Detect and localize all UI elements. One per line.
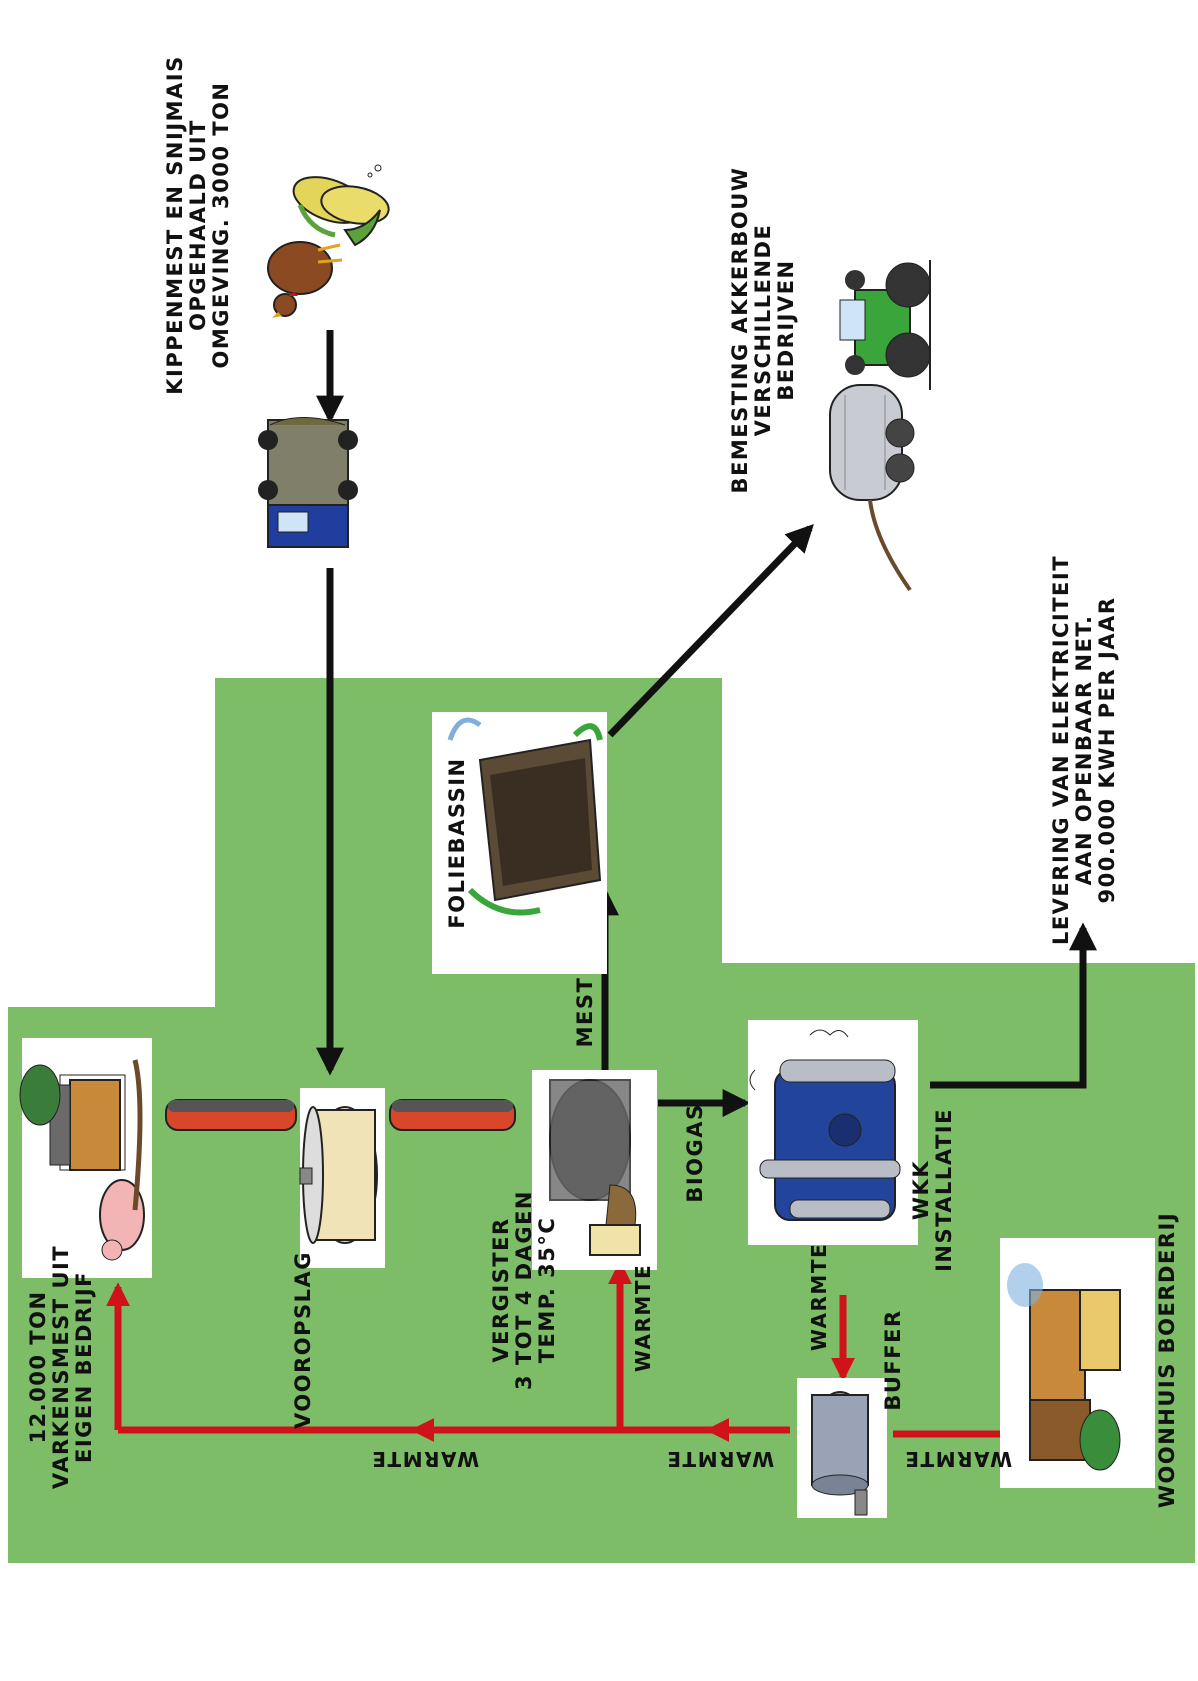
- warmte-bottom-left-label: WARMTE: [371, 1447, 479, 1471]
- bemesting-line-1: BEMESTING AKKERBOUW: [728, 167, 752, 494]
- vooropslag-label: VOOROPSLAG: [291, 1251, 315, 1429]
- levering-line-3: 900.000 KWH PER JAAR: [1095, 597, 1119, 904]
- tractor-icon: [839, 260, 931, 390]
- corn-icon: [292, 164, 390, 247]
- woonhuis-label: WOONHUIS BOERDERIJ: [1155, 1212, 1179, 1508]
- wkk-line-2: INSTALLATIE: [932, 1108, 956, 1272]
- pig-farm-icon: [19, 1059, 145, 1261]
- varkensmest-line-1: 12.000 TON: [26, 1290, 50, 1443]
- storage-tank-icon: [299, 1106, 378, 1244]
- levering-label: LEVERING VAN ELEKTRICITEIT AAN OPENBAAR …: [1049, 555, 1119, 945]
- bemesting-line-2: VERSCHILLENDE: [751, 224, 775, 437]
- levering-line-2: AAN OPENBAAR NET.: [1072, 614, 1096, 885]
- levering-line-1: LEVERING VAN ELEKTRICITEIT: [1049, 555, 1073, 945]
- chicken-corn-illustration: [267, 164, 390, 318]
- varkensmest-card: [19, 1038, 152, 1278]
- warmte-bottom-mid-label: WARMTE: [666, 1447, 774, 1471]
- arrow-foliebassin-to-bemesting: [607, 523, 814, 738]
- varkensmest-label: 12.000 TON VARKENSMEST UIT EIGEN BEDRIJF: [26, 1245, 96, 1489]
- foliebassin-label: FOLIEBASSIN: [445, 757, 469, 928]
- varkensmest-line-3: EIGEN BEDRIJF: [72, 1271, 96, 1463]
- buffer-label: BUFFER: [881, 1309, 905, 1410]
- farmhouse-icon: [1007, 1263, 1121, 1471]
- mest-label: MEST: [573, 977, 597, 1048]
- arrow-wkk-to-grid: [930, 922, 1097, 1089]
- varkensmest-line-2: VARKENSMEST UIT: [49, 1245, 73, 1489]
- buffer-card: [797, 1378, 887, 1518]
- vergister-card: [532, 1070, 657, 1270]
- kippenmest-line-2: OPGEHAALD UIT: [186, 119, 210, 331]
- vooropslag-card: [299, 1088, 385, 1268]
- vergister-label: VERGISTER 3 TOT 4 DAGEN TEMP. 35°C: [489, 1190, 559, 1390]
- tanker-icon: [829, 384, 915, 592]
- warmte-wkk-label: WARMTE: [807, 1243, 831, 1351]
- lagoon-icon: [447, 717, 603, 916]
- buffer-tank-icon: [811, 1391, 869, 1516]
- chicken-icon: [267, 241, 343, 318]
- warmte-bottom-right-label: WARMTE: [904, 1447, 1012, 1471]
- kippenmest-line-3: OMGEVING. 3000 TON: [209, 81, 233, 368]
- kippenmest-label: KIPPENMEST EN SNIJMAIS OPGEHAALD UIT OMG…: [163, 55, 233, 394]
- woonhuis-card: [1000, 1238, 1155, 1488]
- wkk-line-1: WKK: [909, 1160, 933, 1220]
- tanker-tractor-illustration: [829, 260, 931, 592]
- vergister-line-2: 3 TOT 4 DAGEN: [512, 1190, 536, 1390]
- truck-icon: [258, 417, 358, 548]
- digester-icon: [549, 1079, 641, 1256]
- chp-engine-icon: [749, 1029, 901, 1221]
- bemesting-line-3: BEDRIJVEN: [774, 259, 798, 400]
- vergister-line-3: TEMP. 35°C: [535, 1217, 559, 1364]
- bemesting-label: BEMESTING AKKERBOUW VERSCHILLENDE BEDRIJ…: [728, 167, 798, 494]
- vergister-line-1: VERGISTER: [489, 1217, 513, 1362]
- pipe-icon: [165, 1099, 516, 1131]
- wkk-card: [748, 1020, 918, 1245]
- wkk-label: WKK INSTALLATIE: [909, 1108, 956, 1272]
- foliebassin-card: [432, 712, 607, 974]
- biogas-label: BIOGAS: [683, 1103, 707, 1202]
- kippenmest-line-1: KIPPENMEST EN SNIJMAIS: [163, 55, 187, 394]
- warmte-vergister-label: WARMTE: [631, 1264, 655, 1372]
